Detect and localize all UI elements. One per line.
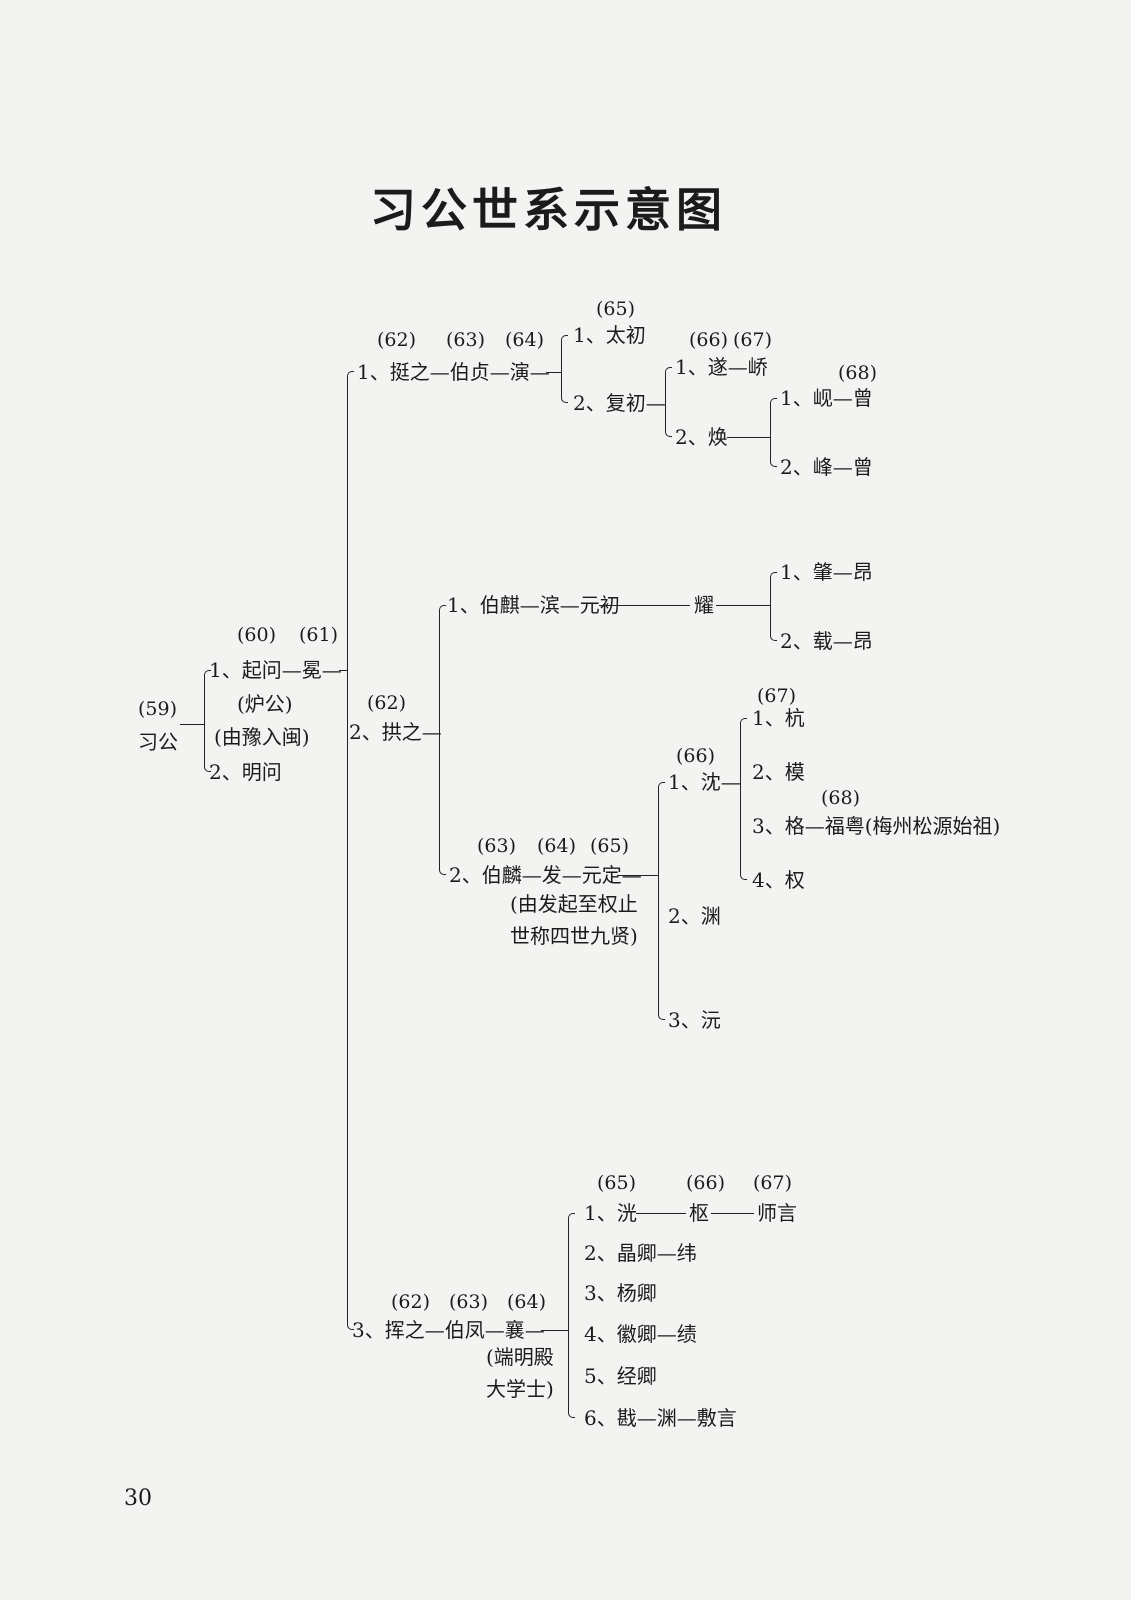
generation-label: (66) xyxy=(689,329,729,351)
root-ancestor: 习公 xyxy=(138,730,178,754)
bracket-gen60 xyxy=(204,670,211,772)
connector-line xyxy=(711,1213,754,1214)
note: 世称四世九贤) xyxy=(510,924,638,948)
generation-label: (62) xyxy=(377,329,417,351)
generation-label: (67) xyxy=(757,685,797,707)
person-entry: 4、权 xyxy=(752,868,805,892)
generation-label: (62) xyxy=(367,692,407,714)
bracket-xiang xyxy=(568,1213,575,1418)
generation-label: (62) xyxy=(391,1291,431,1313)
person-entry: 4、徽卿—绩 xyxy=(584,1322,697,1346)
person-entry: 1、洸 xyxy=(584,1201,637,1225)
person-entry: 1、沈— xyxy=(668,770,741,794)
person-entry: 1、太初 xyxy=(573,323,646,347)
note: (由发起至权止 xyxy=(510,892,638,916)
connector-line xyxy=(617,875,658,876)
person-entry: 2、载—昂 xyxy=(780,629,873,653)
generation-label: (61) xyxy=(299,624,339,646)
connector-line xyxy=(727,437,770,438)
person-entry: 6、戡—渊—敷言 xyxy=(584,1406,737,1430)
note: (由豫入闽) xyxy=(214,725,310,749)
generation-label: (64) xyxy=(505,329,545,351)
person-entry: 2、焕 xyxy=(675,425,728,449)
bracket-shen xyxy=(740,718,747,880)
person-entry: 5、经卿 xyxy=(584,1364,657,1388)
page-number: 30 xyxy=(124,1486,152,1511)
generation-label: (68) xyxy=(838,362,878,384)
bracket-fuchu xyxy=(665,367,672,437)
generation-label: (66) xyxy=(686,1172,726,1194)
connector-line xyxy=(599,605,690,606)
note: (炉公) xyxy=(237,692,293,716)
generation-label: (65) xyxy=(590,835,630,857)
bracket-yao xyxy=(770,572,777,641)
bracket-yan xyxy=(561,335,568,403)
generation-label: (59) xyxy=(138,698,178,720)
person-entry-yao: 耀 xyxy=(694,593,714,617)
note: 大学士) xyxy=(486,1377,554,1401)
note: (端明殿 xyxy=(486,1345,554,1369)
connector-line xyxy=(636,1213,686,1214)
generation-label: (65) xyxy=(597,1172,637,1194)
generation-label: (64) xyxy=(507,1291,547,1313)
person-entry: 2、模 xyxy=(752,760,805,784)
bracket-yuanding xyxy=(658,782,665,1020)
person-entry: 师言 xyxy=(757,1201,797,1225)
bracket-huan xyxy=(770,398,777,467)
person-entry: 3、格—福粤(梅州松源始祖) xyxy=(752,814,1001,838)
connector-line xyxy=(546,372,561,373)
person-entry: 2、晶卿—纬 xyxy=(584,1241,697,1265)
generation-label: (63) xyxy=(449,1291,489,1313)
person-entry: 3、杨卿 xyxy=(584,1281,657,1305)
diagram-title: 习公世系示意图 xyxy=(370,183,727,237)
connector-line xyxy=(180,724,204,725)
generation-label: (67) xyxy=(733,329,773,351)
connector-line xyxy=(339,670,348,671)
generation-label: (66) xyxy=(676,745,716,767)
person-entry-boqi: 1、伯麒—滨—元初 xyxy=(447,593,620,617)
generation-label: (63) xyxy=(446,329,486,351)
bracket-gen62 xyxy=(347,371,354,1330)
person-entry-huizhi: 3、挥之—伯凤—襄— xyxy=(352,1318,545,1342)
generation-label: (67) xyxy=(753,1172,793,1194)
person-entry: 枢 xyxy=(689,1201,709,1225)
generation-label: (60) xyxy=(237,624,277,646)
person-entry: 1、肇—昂 xyxy=(780,560,873,584)
connector-line xyxy=(716,605,770,606)
generation-label: (65) xyxy=(596,298,636,320)
person-entry-gongzhi: 2、拱之— xyxy=(349,720,442,744)
generation-label: (64) xyxy=(537,835,577,857)
person-entry: 2、复初— xyxy=(573,391,666,415)
person-entry: 2、渊 xyxy=(668,904,721,928)
person-entry-tingzhi: 1、挺之—伯贞—演— xyxy=(357,360,550,384)
person-entry-bolin: 2、伯麟—发—元定— xyxy=(449,863,642,887)
generation-label: (68) xyxy=(821,787,861,809)
generation-label: (63) xyxy=(477,835,517,857)
person-entry: 1、杭 xyxy=(752,706,805,730)
bracket-gongzhi xyxy=(439,605,446,875)
person-entry-qiwen: 1、起问—冕— xyxy=(209,658,342,682)
person-entry: 2、峰—曾 xyxy=(780,455,873,479)
connector-line xyxy=(541,1330,568,1331)
person-entry: 3、沅 xyxy=(668,1008,721,1032)
person-entry: 1、岘—曾 xyxy=(780,386,873,410)
person-entry-mingwen: 2、明问 xyxy=(209,760,282,784)
person-entry: 1、遂—峤 xyxy=(675,355,768,379)
